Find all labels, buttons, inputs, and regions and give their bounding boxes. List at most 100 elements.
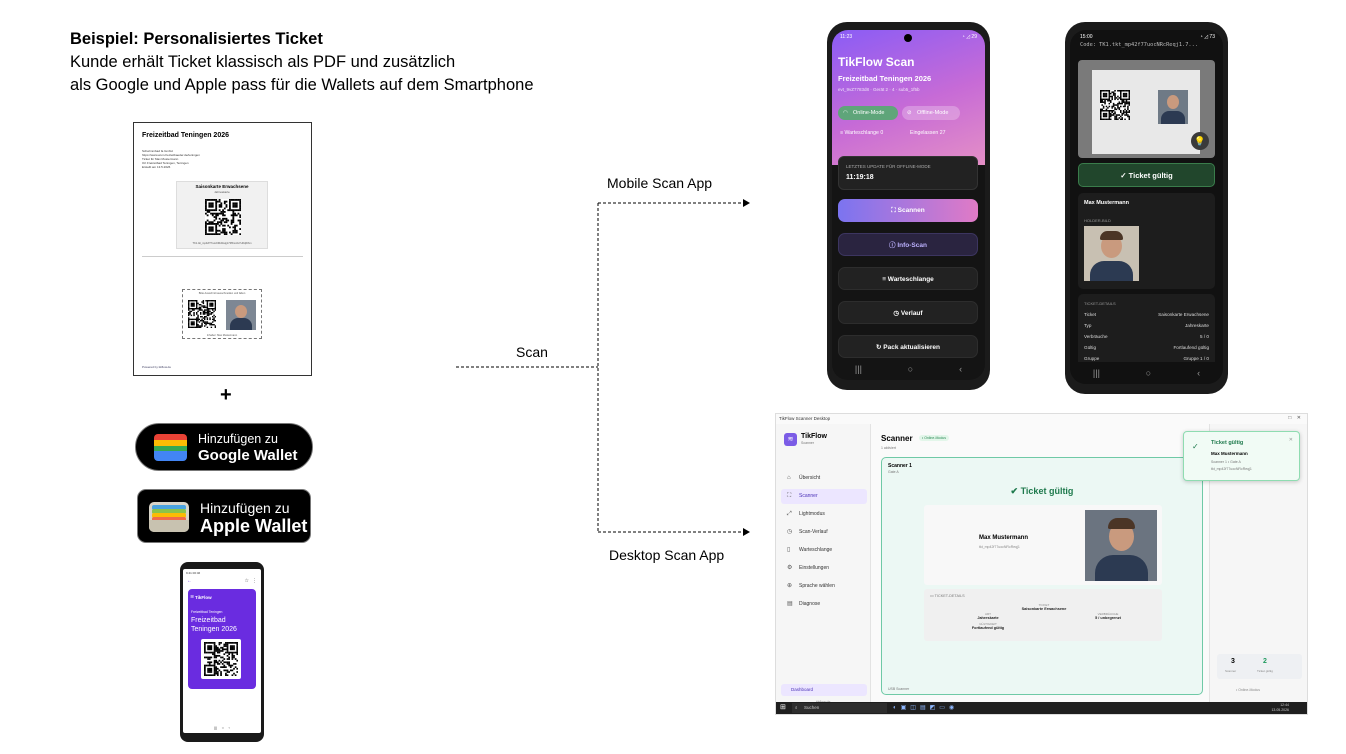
details-label: TICKET-DETAILS <box>1084 301 1116 306</box>
scanned-code: Code: TK1.tkt_mp42f77uocNRcReqj1.7... <box>1080 42 1198 48</box>
entered-count: Eingelassen 27 <box>910 130 945 136</box>
close-icon[interactable]: ✕ <box>1289 437 1293 443</box>
more-icon[interactable]: ⋮ <box>252 578 257 584</box>
wifi-off-icon: ⊘ <box>907 106 912 120</box>
windows-start-icon[interactable]: ⊞ <box>780 704 786 712</box>
online-mode-toggle[interactable]: ◠Online-Mode <box>838 106 898 120</box>
recents-icon[interactable]: ||| <box>855 364 862 374</box>
document-icon: ▤ <box>787 597 793 612</box>
stat-valid-value: 2 <box>1263 658 1267 665</box>
app-header: 11:23 ◔ ◿ 29 TikFlow Scan Freizeitbad Te… <box>832 30 985 165</box>
last-update-card: LETZTES UPDATE FÜR OFFLINE-MODE 11:19:18 <box>838 156 978 190</box>
sidebar-item-settings[interactable]: ⚙Einstellungen <box>781 561 867 576</box>
windows-taskbar: ⊞ ⌕Suchen ◐▣◫▤◩▭◉ 12:4413.05.2026 <box>776 702 1308 714</box>
ticket-valid-toast: ✓ Ticket gültig Max Mustermann Scanner 1… <box>1183 431 1300 481</box>
page-title: Scanner <box>881 434 913 443</box>
scan-label: Scannen <box>898 207 925 214</box>
home-icon[interactable]: ○ <box>1146 368 1151 378</box>
qr-code-icon <box>188 300 216 328</box>
back-icon[interactable]: ‹ <box>1197 368 1200 378</box>
back-icon[interactable]: ‹ <box>959 364 962 374</box>
usb-scanner-label: USB Scanner <box>888 687 909 691</box>
status-badge: • Online-Modus <box>919 435 949 441</box>
android-nav-bar: ||| ○ ‹ <box>1070 362 1223 384</box>
scan-button[interactable]: ⛶ Scannen <box>838 199 978 222</box>
taskbar-search[interactable]: ⌕Suchen <box>792 703 887 713</box>
add-to-google-wallet-button[interactable]: Hinzufügen zu Google Wallet <box>135 423 313 471</box>
info-scan-button[interactable]: ⓘ Info-Scan <box>838 233 978 256</box>
detail-value: Fortlaufend gültig <box>1174 345 1210 350</box>
qr-code-icon <box>1100 90 1130 120</box>
scan-icon: ⛶ <box>787 489 791 504</box>
window-controls[interactable]: □ ✕ <box>1288 415 1301 421</box>
tikflow-logo-icon: ≋ <box>190 594 194 600</box>
google-wallet-line1: Hinzufügen zu <box>198 432 278 446</box>
camera-icon <box>904 34 912 42</box>
history-button[interactable]: ◷ Verlauf <box>838 301 978 324</box>
wallet-pass[interactable]: ≋ TikFlow Freizeitbad Teningen Freizeitb… <box>188 589 256 689</box>
smartphone-wallet-pass: 9:41 00:46 ← ☆ ⋮ ≋ TikFlow Freizeitbad T… <box>180 562 264 742</box>
qr-code-icon <box>204 642 238 676</box>
star-icon[interactable]: ☆ <box>245 578 249 584</box>
pass-qr <box>201 639 241 679</box>
detail-row: TicketSaisonkarte Erwachsene <box>1084 312 1209 317</box>
holder-photo <box>226 300 256 330</box>
stats-card: 3 2 Scanner Ticket gültig <box>1217 654 1302 679</box>
sidebar-item-label: Warteschlange <box>799 547 832 553</box>
sidebar-item-language[interactable]: ⊕Sprache wählen <box>781 579 867 594</box>
holder-name: Max Mustermann <box>1084 200 1129 206</box>
detail-art: ARTJahreskarte <box>948 612 1028 620</box>
holder-card: Max Mustermann HOLDER-BILD <box>1078 193 1215 289</box>
scanner-name: Scanner 1 <box>888 463 912 469</box>
dashboard-link[interactable]: Dashboard <box>781 684 867 696</box>
sidebar-item-label: Übersicht <box>799 475 820 481</box>
pass-name: Freizeitbad Teningen 2026 <box>191 616 253 634</box>
taskbar-apps[interactable]: ◐▣◫▤◩▭◉ <box>893 704 958 711</box>
flashlight-icon[interactable]: 💡 <box>1191 132 1209 150</box>
scanned-document <box>1092 70 1200 154</box>
sidebar-item-diagnose[interactable]: ▤Diagnose <box>781 597 867 612</box>
add-to-apple-wallet-button[interactable]: Hinzufügen zu Apple Wallet <box>137 489 311 543</box>
sidebar-item-scanner[interactable]: ⛶ Scanner <box>781 489 867 504</box>
info-scan-label: Info-Scan <box>897 242 927 249</box>
holder-photo-label: HOLDER-BILD <box>1084 218 1111 223</box>
pdf-meta: Schwimmbad fa GmbH https://www.wum.freiz… <box>142 149 200 169</box>
history-label: Verlauf <box>901 310 923 317</box>
flow-label-desktop: Desktop Scan App <box>609 547 724 563</box>
sidebar-item-lightmode[interactable]: ⤢Lightmodus <box>781 507 867 522</box>
plus-sign: + <box>220 384 232 407</box>
apple-wallet-line1: Hinzufügen zu <box>200 500 290 516</box>
back-arrow-icon[interactable]: ← <box>187 578 192 584</box>
update-time: 11:19:18 <box>846 174 874 181</box>
cutout-caption-2: Inhaber: Max Mustermann <box>183 334 261 337</box>
stat-scanner-value: 3 <box>1231 658 1235 665</box>
detail-value: Saisonkarte Erwachsene <box>1158 312 1209 317</box>
sidebar: ≋ TikFlow Scanner ⌂Übersicht ⛶Scanner ⤢L… <box>776 424 871 702</box>
update-pack-button[interactable]: ↻ Pack aktualisieren <box>838 335 978 358</box>
window-title: TikFlow Scanner Desktop <box>779 416 830 421</box>
detail-ticket: TICKETSaisonkarte Erwachsene <box>1004 603 1084 611</box>
toast-title: Ticket gültig <box>1211 440 1243 446</box>
offline-mode-toggle[interactable]: ⊘ Offline-Mode <box>902 106 960 120</box>
sidebar-item-queue[interactable]: ▯ Warteschlange <box>781 543 867 558</box>
mobile-scan-app: 11:23 ◔ ◿ 29 TikFlow Scan Freizeitbad Te… <box>827 22 990 390</box>
arrow-head <box>743 199 750 207</box>
queue-button[interactable]: ≡ Warteschlange <box>838 267 978 290</box>
detail-value: Jahreskarte <box>948 616 1028 620</box>
flow-label-mobile: Mobile Scan App <box>607 175 712 191</box>
stat-valid-label: Ticket gültig <box>1257 669 1273 673</box>
sidebar-item-label: Scanner <box>799 493 818 499</box>
offline-label: Offline-Mode <box>917 110 948 116</box>
sidebar-item-history[interactable]: ◷Scan-Verlauf <box>781 525 867 540</box>
home-icon[interactable]: ○ <box>908 364 913 374</box>
ticket-valid-banner: ✓ Ticket gültig <box>1078 163 1215 187</box>
detail-key: Gruppe <box>1084 356 1099 361</box>
pass-brand: TikFlow <box>195 595 212 600</box>
recents-icon[interactable]: ||| <box>1093 368 1100 378</box>
detail-value: Jahreskarte <box>1185 323 1209 328</box>
taskbar-clock: 12:4413.05.2026 <box>1271 703 1289 713</box>
holder-id: tkt_mp42f77uocNRcReqj1 <box>979 545 1020 549</box>
pdf-cutout: Bitte Ausschnitt ausschneiden und falten… <box>182 289 262 339</box>
sidebar-item-overview[interactable]: ⌂Übersicht <box>781 471 867 486</box>
clipboard-icon: ▯ <box>787 543 790 558</box>
